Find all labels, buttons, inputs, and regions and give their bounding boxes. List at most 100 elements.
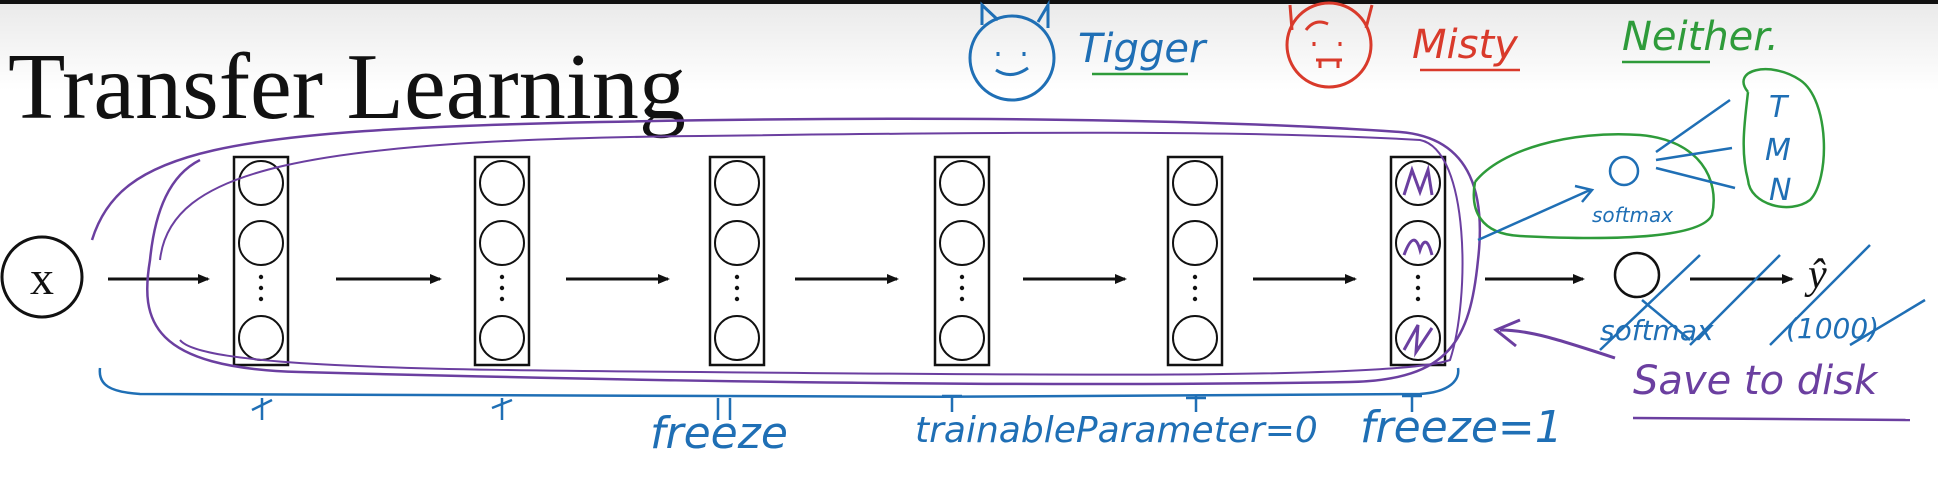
misty-face [1285, 1, 1373, 89]
neuron [939, 315, 985, 361]
scribble-purple [1402, 164, 1434, 197]
layer-box [708, 155, 766, 367]
tick [1186, 396, 1206, 412]
tigger-face [968, 14, 1056, 102]
ellipsis-dot [734, 296, 740, 302]
misty-features [1312, 42, 1342, 68]
layer-5 [1166, 155, 1224, 367]
ellipsis-dot [734, 285, 740, 291]
ellipsis-dot [258, 285, 264, 291]
neuron [939, 220, 985, 266]
new-softmax-unit [1608, 155, 1640, 187]
ellipsis-dot [1192, 285, 1198, 291]
freeze-eq-label: freeze=1 [1360, 402, 1563, 453]
scribble-purple [1402, 324, 1434, 358]
class-M: M [1765, 133, 1791, 168]
old-softmax-label: softmax [1600, 314, 1714, 347]
input-label: x [30, 252, 54, 305]
new-head-arrow [1477, 188, 1591, 242]
input-circle [0, 235, 84, 319]
neuron [479, 315, 525, 361]
layer-box [473, 155, 531, 367]
ellipsis-dot [499, 296, 505, 302]
save-to-disk-label: Save to disk [1633, 358, 1879, 404]
neuron [238, 315, 284, 361]
annotations: freeze trainableParameter=0 freeze=1 Sav… [650, 318, 1911, 459]
neuron [714, 220, 760, 266]
tick [491, 398, 513, 420]
ellipsis-dot [499, 285, 505, 291]
misty-doodle: Misty [1285, 1, 1520, 89]
neuron [1395, 315, 1441, 361]
purple-loop-outer [90, 117, 1482, 386]
tigger-ears [980, 0, 1050, 28]
neuron [479, 220, 525, 266]
ellipsis-dot [1415, 274, 1421, 280]
neuron [1172, 220, 1218, 266]
neuron [1395, 160, 1441, 206]
neither-label: Neither. [1622, 14, 1779, 60]
tigger-label: Tigger [1078, 26, 1208, 72]
green-enclosure [1472, 133, 1715, 240]
neuron [1172, 160, 1218, 206]
old-classes-label: (1000) [1786, 312, 1879, 345]
strike-line [1849, 298, 1926, 347]
strike-line [1769, 244, 1871, 346]
purple-enclosure [90, 117, 1482, 386]
misty-hair [1288, 4, 1374, 31]
ellipsis-dot [258, 274, 264, 280]
ellipsis-dot [734, 274, 740, 280]
ellipsis-dot [959, 274, 965, 280]
strike-line [1599, 254, 1701, 351]
scribble-purple [1402, 238, 1434, 256]
ellipsis-dot [1192, 274, 1198, 280]
class-N: N [1769, 173, 1791, 208]
neuron [479, 160, 525, 206]
class-arrow [1655, 98, 1731, 154]
strike-line [1641, 299, 1691, 341]
ellipsis-dot [959, 285, 965, 291]
tigger-doodle: Tigger [968, 0, 1208, 102]
save-arrowhead [1493, 318, 1521, 348]
class-arrow [1655, 166, 1736, 190]
neuron [1395, 220, 1441, 266]
new-softmax-label: softmax [1592, 203, 1673, 227]
save-arrow [1499, 328, 1616, 360]
new-head-arrowhead [1574, 184, 1595, 203]
neuron [238, 160, 284, 206]
ellipsis-dot [1415, 285, 1421, 291]
misty-label: Misty [1412, 22, 1519, 68]
class-T: T [1769, 90, 1790, 125]
ellipsis-dot [959, 296, 965, 302]
neuron [714, 315, 760, 361]
slide-title: Transfer Learning [8, 35, 686, 139]
freeze-label: freeze [650, 408, 788, 459]
trainable-parameters-label: trainableParameter=0 [915, 410, 1318, 451]
tigger-features [995, 52, 1029, 76]
neuron [939, 160, 985, 206]
purple-loop-inner [159, 131, 1464, 376]
layer-6-last [1389, 155, 1447, 367]
strike-line [1689, 254, 1781, 346]
blue-bracket [98, 367, 1460, 420]
save-underline [1632, 416, 1911, 422]
neuron [714, 160, 760, 206]
old-softmax-unit [1613, 251, 1661, 299]
bracket-line [98, 367, 1460, 399]
layer-3 [708, 155, 766, 367]
layer-box [1166, 155, 1224, 367]
layer-1 [232, 155, 290, 367]
neuron [1172, 315, 1218, 361]
ellipsis-dot [1192, 296, 1198, 302]
tick [716, 398, 732, 420]
input-node: x [0, 235, 84, 319]
layer-2 [473, 155, 531, 367]
ellipsis-dot [499, 274, 505, 280]
neuron [238, 220, 284, 266]
layer-box [933, 155, 991, 367]
ellipsis-dot [258, 296, 264, 302]
old-output: ŷ softmax (1000) [1599, 244, 1926, 351]
layer-4 [933, 155, 991, 367]
class-arrow [1655, 146, 1733, 162]
